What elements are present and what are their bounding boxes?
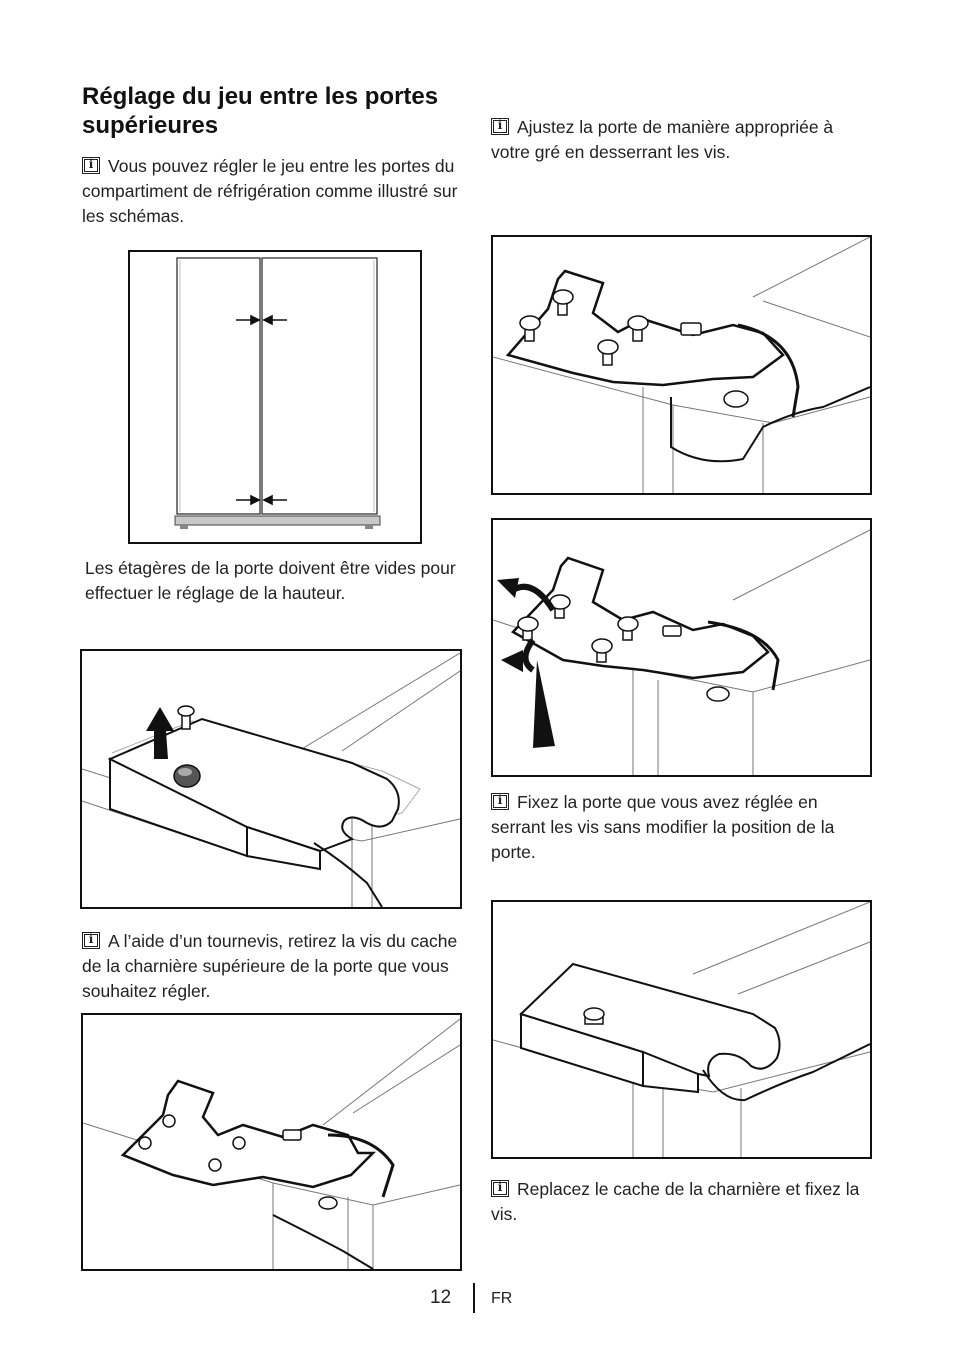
intro-paragraph: Vous pouvez régler le jeu entre les port… — [82, 154, 462, 229]
hinge-adjust-diagram — [491, 518, 872, 777]
info-icon — [82, 932, 100, 949]
footer-divider — [473, 1283, 475, 1313]
hinge-cover-diagram — [80, 649, 462, 909]
remove-screw-text: A l’aide d’un tournevis, retirez la vis … — [82, 931, 458, 1001]
hinge-adjust-svg — [493, 529, 870, 775]
fridge-front-svg — [174, 257, 381, 529]
info-icon — [491, 1180, 509, 1197]
rotate-arrow-icon — [497, 578, 556, 748]
info-icon — [491, 118, 509, 135]
shelves-note: Les étagères de la porte doivent être vi… — [85, 558, 456, 603]
replace-paragraph: Replacez le cache de la charnière et fix… — [491, 1177, 876, 1227]
adjust-text: Ajustez la porte de manière appropriée à… — [491, 117, 834, 162]
remove-screw-paragraph: A l’aide d’un tournevis, retirez la vis … — [82, 929, 467, 1004]
hinge-screws-svg-top — [493, 237, 870, 493]
hinge-screws-diagram-left — [81, 1013, 462, 1271]
hinge-cover-svg — [82, 652, 460, 907]
hinge-cover-replace-diagram — [491, 900, 872, 1159]
up-arrow-icon — [146, 707, 174, 759]
gap-arrows-bottom — [236, 494, 287, 506]
fridge-front-diagram — [128, 250, 422, 544]
page-number: 12 — [430, 1287, 452, 1308]
hinge-cover-replace-svg — [493, 902, 870, 1157]
gap-arrows-top — [236, 314, 287, 326]
info-icon — [82, 157, 100, 174]
language-code: FR — [491, 1290, 513, 1307]
intro-text: Vous pouvez régler le jeu entre les port… — [82, 156, 458, 226]
page-title: Réglage du jeu entre les portes supérieu… — [82, 83, 439, 139]
hinge-screws-diagram-top — [491, 235, 872, 495]
fix-paragraph: Fixez la porte que vous avez réglée en s… — [491, 790, 871, 865]
replace-text: Replacez le cache de la charnière et fix… — [491, 1179, 860, 1224]
info-icon — [491, 793, 509, 810]
fix-text: Fixez la porte que vous avez réglée en s… — [491, 792, 835, 862]
adjust-paragraph: Ajustez la porte de manière appropriée à… — [491, 115, 871, 165]
hinge-screws-svg-left — [83, 1018, 460, 1269]
